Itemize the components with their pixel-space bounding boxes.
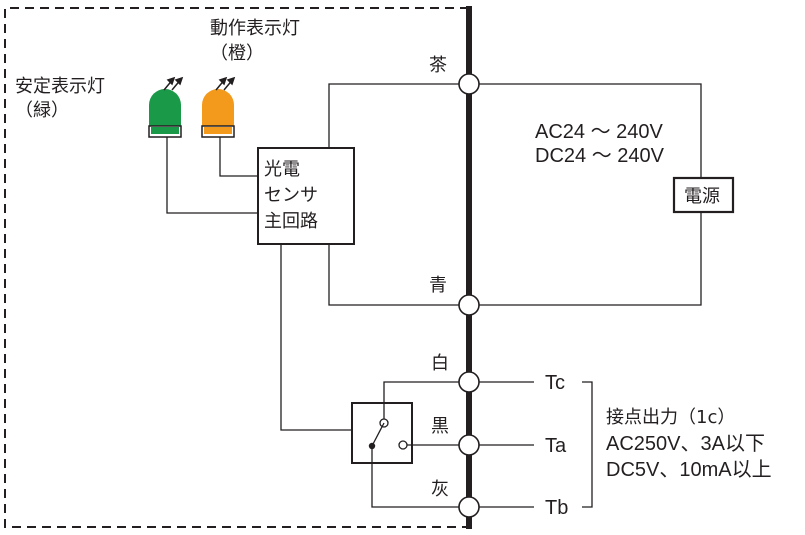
sensor-main-circuit-box: [257, 147, 355, 245]
circuit-label-line3: 主回路: [264, 211, 318, 232]
circuit-label-line2: センサ: [264, 185, 318, 206]
green-indicator-lamp: [148, 89, 182, 138]
power-supply-box: [672, 176, 735, 214]
green-lamp-label: 安定表示灯: [15, 76, 105, 97]
output-label-tb: Tb: [545, 497, 568, 519]
terminal-blue: [458, 294, 480, 316]
terminal-white: [458, 371, 480, 393]
wire-label-gray: 灰: [431, 479, 449, 500]
circuit-label-line1: 光電: [264, 159, 300, 180]
wire-label-white: 白: [431, 353, 449, 374]
wire-label-black: 黒: [431, 416, 449, 437]
power-spec-dc: DC24 ～ 240V: [535, 145, 665, 167]
contact-spec-dc: DC5V、10mA以上: [606, 458, 772, 481]
wire-label-brown: 茶: [429, 55, 447, 76]
output-wiring: [469, 381, 534, 508]
green-lamp-color: （緑）: [15, 100, 69, 121]
internal-wiring: [166, 83, 469, 431]
terminal-gray: [458, 496, 480, 518]
terminal-brown: [458, 73, 480, 95]
contact-spec-title: 接点出力（1c）: [606, 407, 735, 428]
orange-lamp-label: 動作表示灯: [210, 18, 300, 39]
light-emission-icon: [163, 76, 236, 91]
external-power-wiring: [469, 83, 702, 306]
relay-contact: [351, 402, 413, 464]
sensor-housing-outline: [4, 7, 469, 528]
power-supply-label: 電源: [684, 186, 720, 207]
output-label-ta: Ta: [545, 435, 567, 457]
terminal-black: [458, 434, 480, 456]
contact-spec-ac: AC250V、3A以下: [606, 433, 765, 455]
orange-lamp-color: （橙）: [210, 43, 264, 64]
contact-output-bracket: [582, 381, 593, 508]
output-label-tc: Tc: [545, 372, 565, 394]
power-spec-ac: AC24 ～ 240V: [535, 121, 664, 143]
orange-indicator-lamp: [201, 89, 235, 138]
wire-label-blue: 青: [429, 275, 447, 296]
